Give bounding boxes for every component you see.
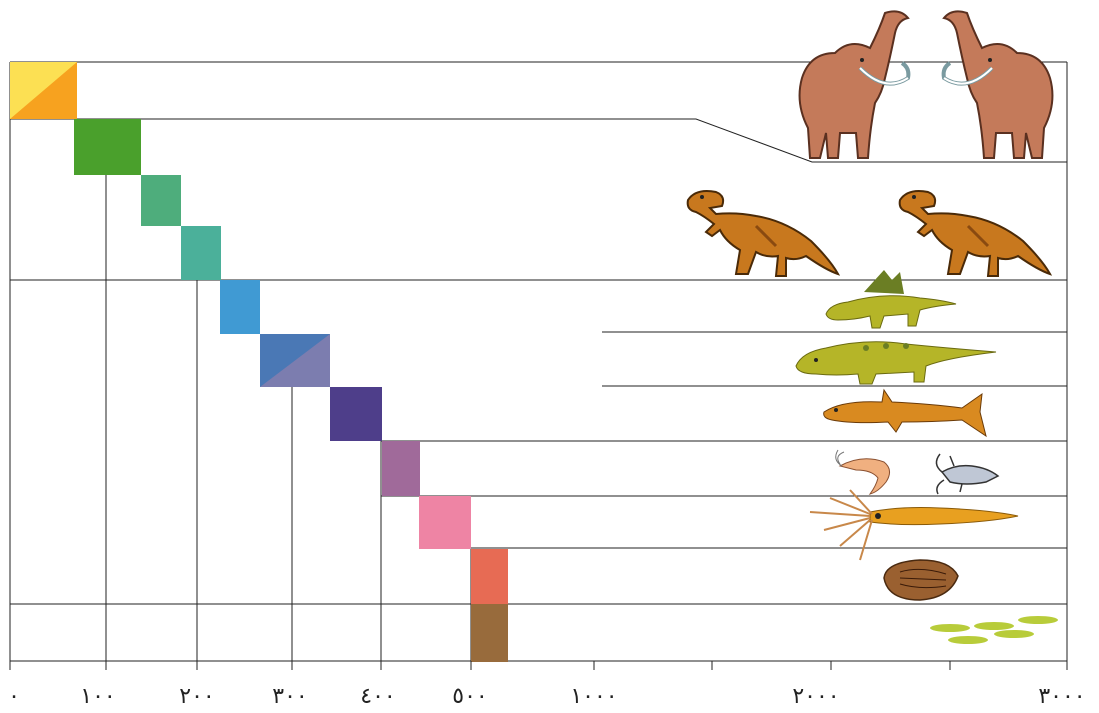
period-block-jurassic	[220, 280, 260, 334]
mammoth-icon	[941, 10, 1054, 159]
period-blocks	[10, 62, 508, 662]
tick-label-300: ٣٠٠	[272, 684, 307, 709]
tick-label-2000: ٢٠٠٠	[792, 684, 839, 709]
period-block-permian	[330, 387, 382, 441]
tick-label-200: ٢٠٠	[179, 684, 214, 709]
period-block-cretaceous	[181, 226, 221, 280]
period-block-devonian	[419, 496, 471, 549]
vertical-gridlines	[105, 175, 472, 661]
t-rex-icon	[898, 190, 1053, 277]
period-block-quaternary	[10, 62, 77, 119]
scorpion-icon	[935, 453, 1000, 495]
tick-label-400: ٤٠٠	[360, 684, 395, 709]
period-block-silurian	[471, 549, 508, 604]
shrimp-icon	[835, 449, 890, 495]
tick-label-500: ٥٠٠	[452, 684, 487, 709]
algae-icon	[930, 616, 1058, 644]
period-block-neogene	[74, 119, 141, 175]
period-block-paleogene	[141, 175, 181, 226]
t-rex-icon	[686, 190, 841, 277]
trilobite-icon	[883, 559, 959, 601]
axis-tick-labels: ٠ ١٠٠ ٢٠٠ ٣٠٠ ٤٠٠ ٥٠٠ ١٠٠٠ ٢٠٠٠ ٣٠٠٠	[8, 684, 1086, 709]
dimetrodon-icon	[825, 270, 957, 329]
orthocone-icon	[809, 489, 1019, 561]
period-block-triassic	[260, 334, 330, 387]
period-block-ordovician	[471, 604, 508, 662]
mammoth-icon	[798, 10, 911, 159]
tick-label-3000: ٣٠٠٠	[1038, 684, 1085, 709]
tick-label-100: ١٠٠	[80, 684, 115, 709]
axis-ticks	[9, 661, 1068, 670]
fish-icon	[823, 388, 987, 438]
amphibian-icon	[795, 341, 997, 385]
period-block-carboniferous	[382, 441, 420, 496]
tick-label-0: ٠	[8, 684, 20, 709]
tick-label-1000: ١٠٠٠	[570, 684, 617, 709]
